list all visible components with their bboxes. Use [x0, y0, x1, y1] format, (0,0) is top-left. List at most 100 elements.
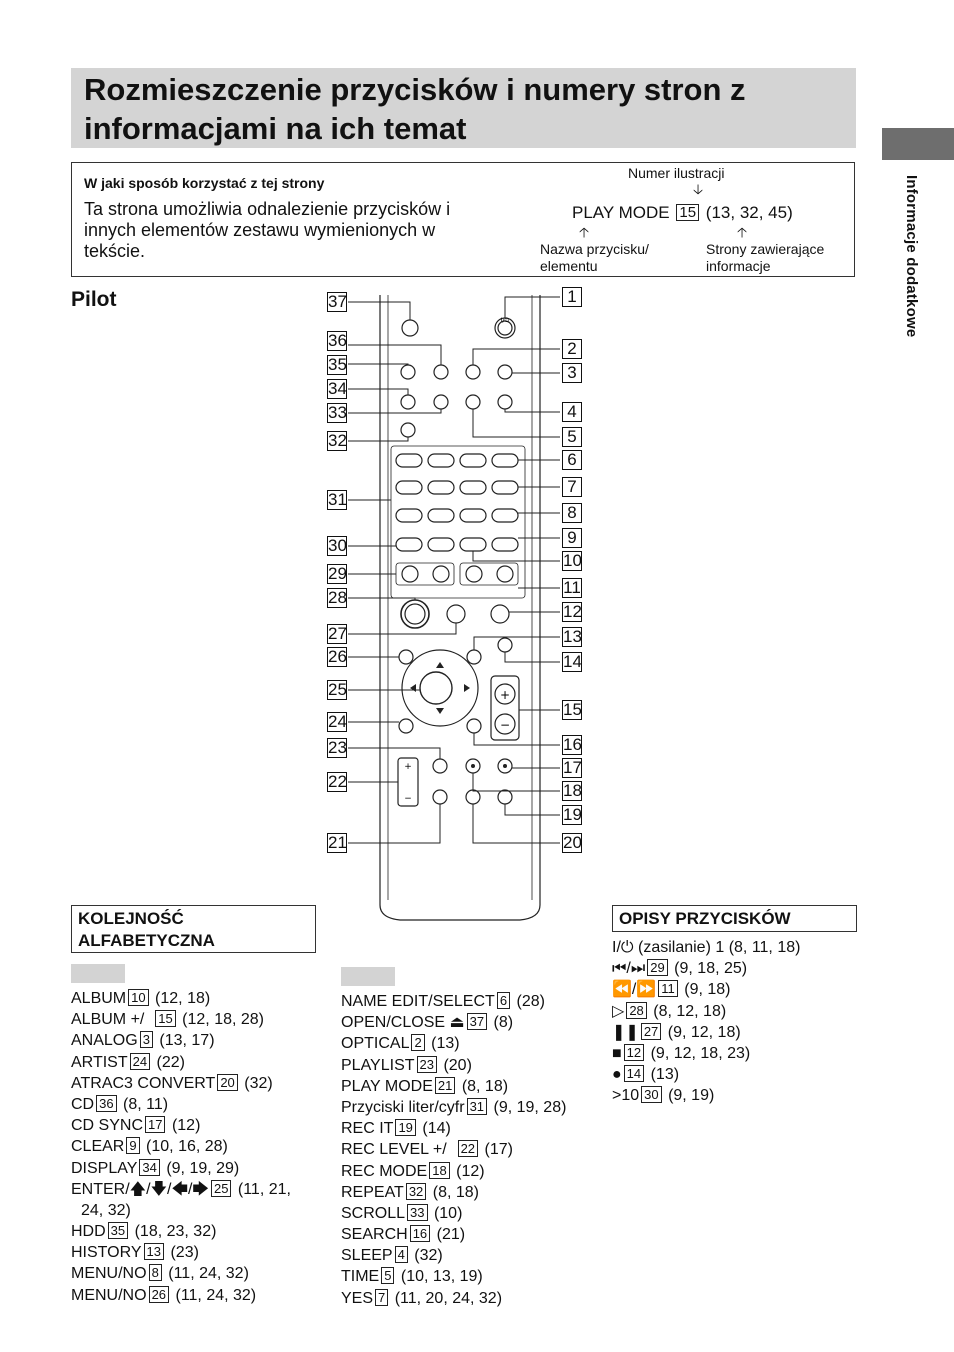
callout-29: 29 [327, 564, 347, 584]
callout-7: 7 [562, 477, 582, 497]
list-item: ALBUM +/ 15 (12, 18, 28) [71, 1010, 264, 1029]
desc-list: I/⏻ (zasilanie) 1 (8, 11, 18) ⏮/⏭29 (9, … [612, 937, 800, 1107]
howto-box [71, 162, 855, 277]
example-number: 15 [676, 204, 700, 221]
minus-icon: − [500, 718, 510, 732]
atrac3-convert-button [465, 789, 481, 805]
stop-button [490, 604, 510, 624]
prev-button [401, 565, 419, 583]
optical-button [465, 364, 481, 380]
howto-example: PLAY MODE 15 (13, 32, 45) [572, 203, 793, 223]
next-button [432, 565, 450, 583]
label-pages: Strony zawierające informacje [706, 241, 825, 274]
pilot-heading: Pilot [71, 288, 117, 311]
callout-22: 22 [327, 772, 347, 792]
time-button [465, 394, 481, 410]
label-button-name: Nazwa przycisku/ elementu [540, 241, 649, 274]
callout-21: 21 [327, 833, 347, 853]
keypad-area [390, 445, 526, 599]
remote-body-outline [379, 295, 541, 921]
example-pages: (13, 32, 45) [705, 203, 793, 222]
callout-17: 17 [562, 758, 582, 778]
menu-no-button [398, 649, 414, 665]
title-band [71, 68, 856, 148]
rec-it-button [497, 789, 513, 805]
list-item: OPEN/CLOSE ⏏37 (8) [341, 1013, 514, 1032]
list-item: ENTER/🡅/🡇/🡄/🡆25 (11, 21, [71, 1179, 291, 1198]
list-item: ⏮/⏭29 (9, 18, 25) [612, 959, 748, 978]
rewind-button [465, 565, 483, 583]
callout-34: 34 [327, 379, 347, 399]
callout-25: 25 [327, 680, 347, 700]
callout-36: 36 [327, 331, 347, 351]
callout-2: 2 [562, 339, 582, 359]
list-item: I/⏻ (zasilanie) 1 (8, 11, 18) [612, 939, 801, 956]
list-item: REC LEVEL +/ 22 (17) [341, 1140, 513, 1159]
remote-illustration: I/⏻ + − + − [348, 295, 560, 921]
howto-body: Ta strona umożliwia odnalezienie przycis… [84, 199, 451, 261]
letter-marker-a [71, 964, 125, 983]
label-illustration-number: Numer ilustracji [628, 165, 725, 181]
playlist-button [432, 758, 448, 774]
side-section-label: Informacje dodatkowe [903, 175, 920, 338]
callout-10: 10 [562, 551, 582, 571]
howto-heading: W jaki sposób korzystać z tej strony [84, 175, 325, 191]
callout-6: 6 [562, 450, 582, 470]
callout-12: 12 [562, 602, 582, 622]
callout-30: 30 [327, 536, 347, 556]
callout-20: 20 [562, 833, 582, 853]
history-button [466, 649, 482, 665]
callout-14: 14 [562, 652, 582, 672]
sleep-button [497, 394, 513, 410]
arrow-down-icon: 🡣 [693, 181, 704, 197]
callout-3: 3 [562, 363, 582, 383]
open-close-button [401, 319, 419, 337]
example-button-name: PLAY MODE [572, 203, 670, 222]
enter-button [419, 671, 453, 705]
rec-button [497, 637, 513, 653]
callout-24: 24 [327, 712, 347, 732]
callout-13: 13 [562, 627, 582, 647]
list-item: ⏪/⏩11 (9, 18) [612, 980, 731, 999]
callout-35: 35 [327, 355, 347, 375]
analog-button [497, 364, 513, 380]
callout-37: 37 [327, 292, 347, 312]
album-rocker [490, 675, 520, 741]
callout-26: 26 [327, 647, 347, 667]
callout-32: 32 [327, 431, 347, 451]
display-button [400, 394, 416, 410]
artist-button [398, 718, 414, 734]
arrow-up-icon: 🡡 [579, 224, 590, 240]
callout-8: 8 [562, 503, 582, 523]
callout-5: 5 [562, 427, 582, 447]
callout-1: 1 [562, 287, 582, 307]
cd-sync-button [497, 758, 513, 774]
list-item: ▷28 (8, 12, 18) [612, 1001, 727, 1020]
plus-icon: + [404, 762, 412, 772]
